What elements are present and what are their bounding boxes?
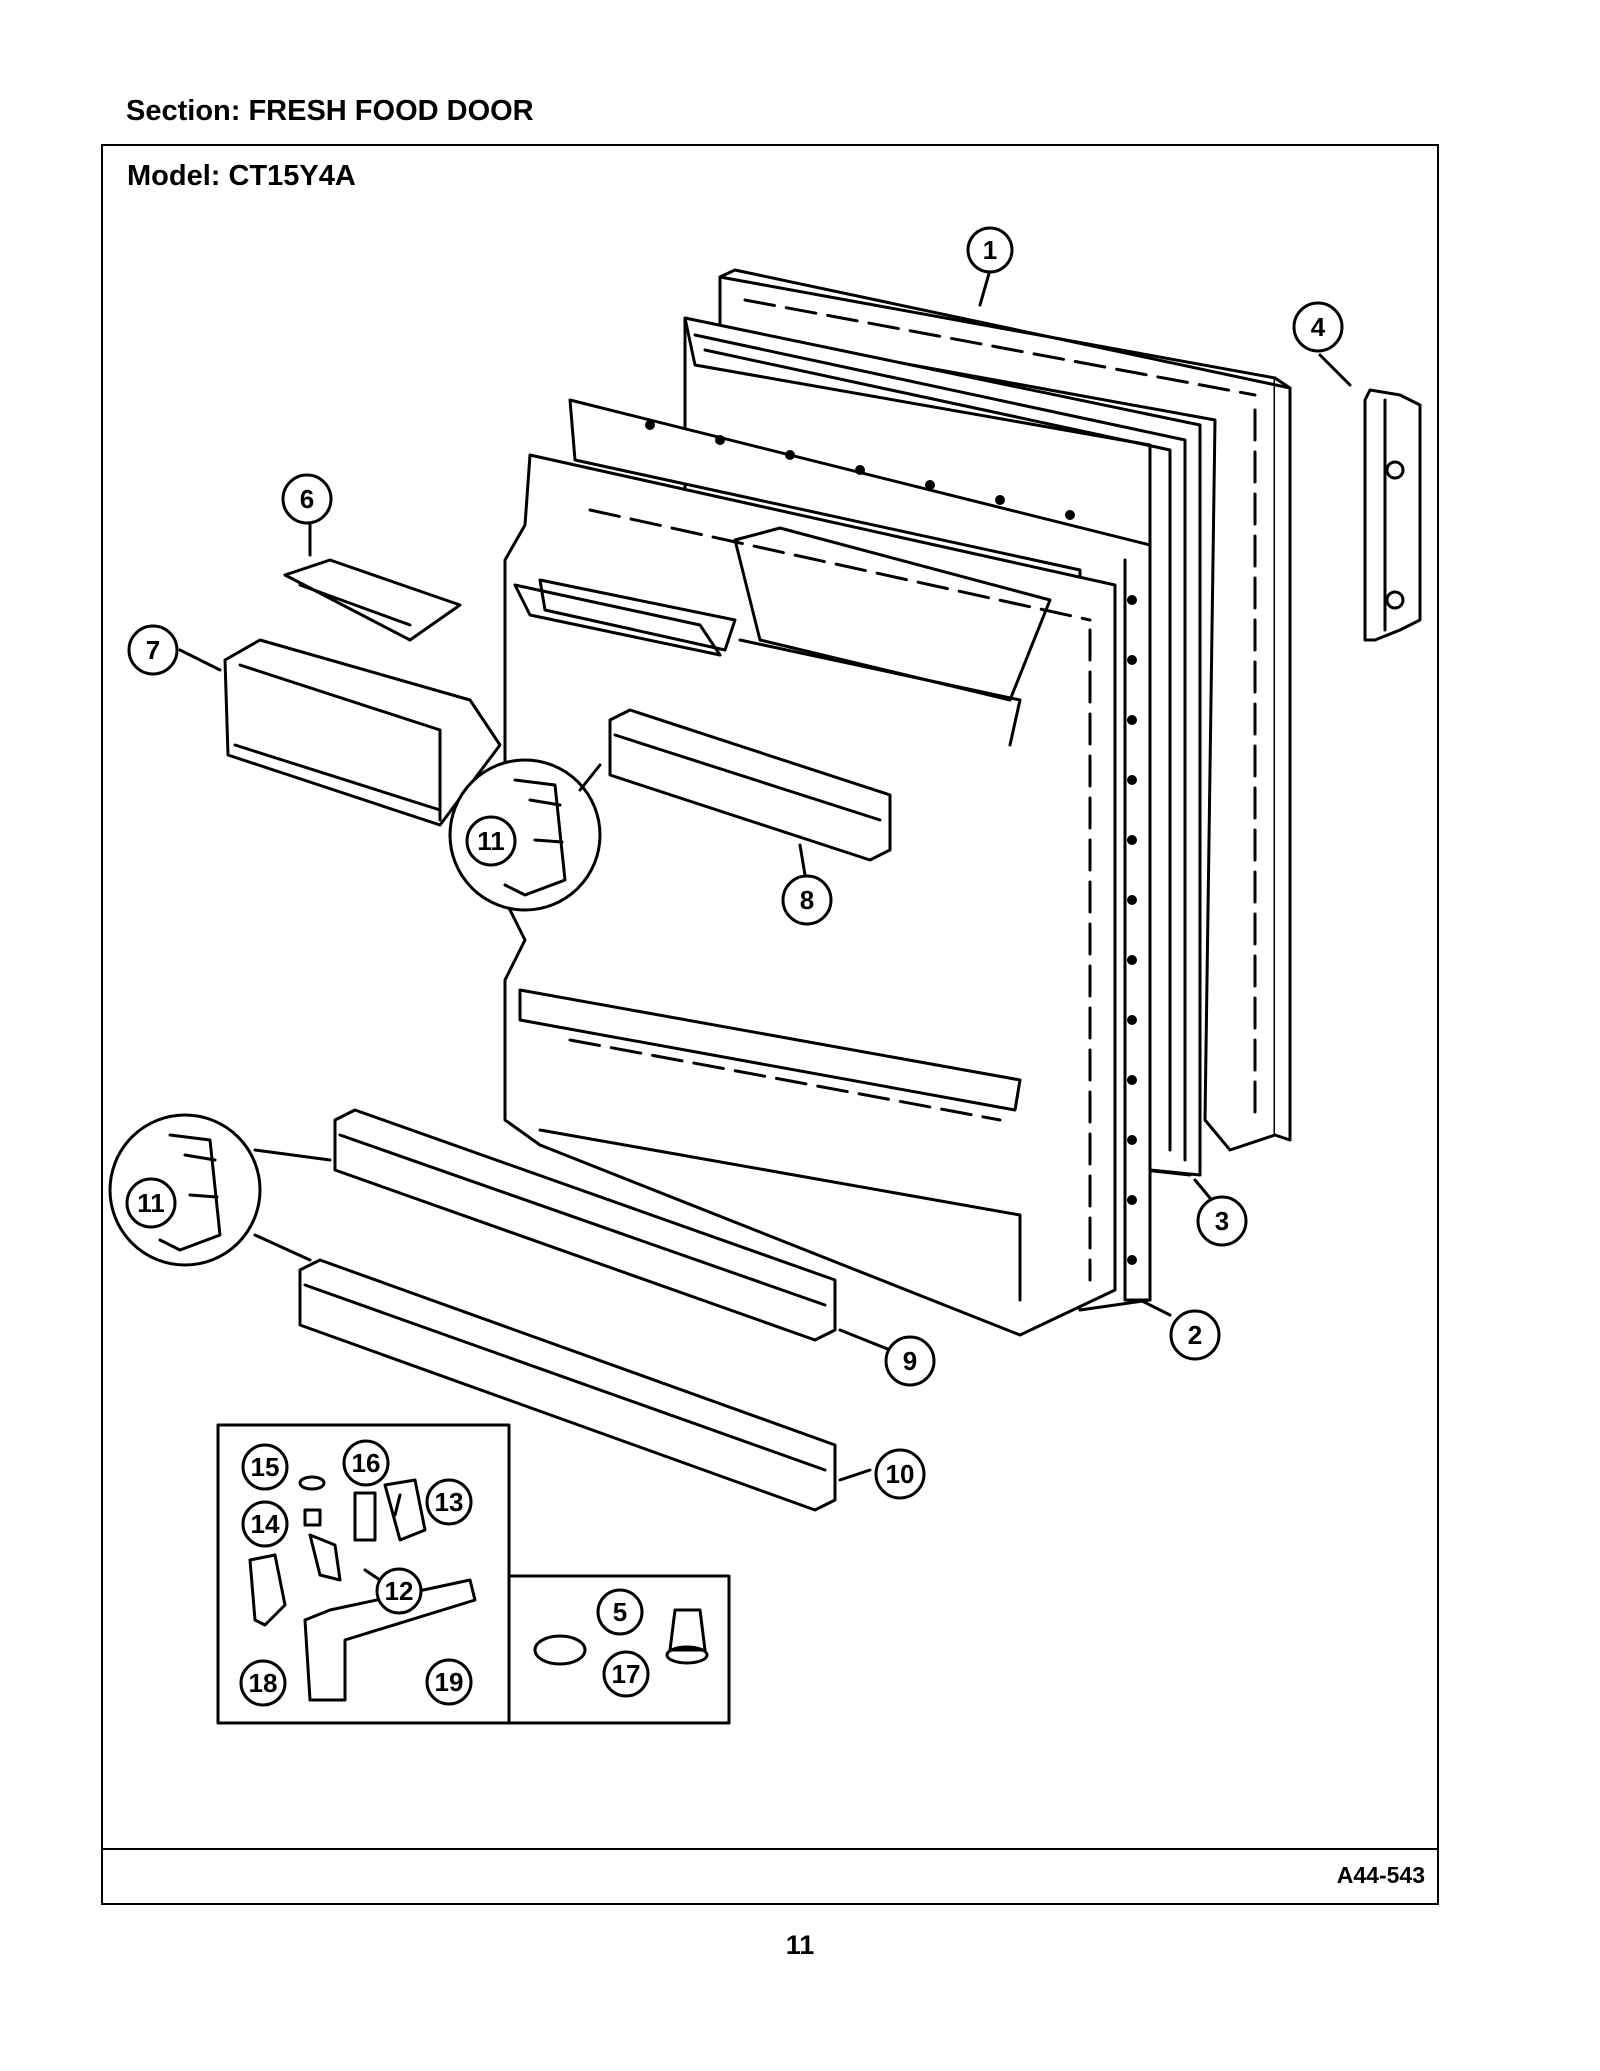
part-clip-inset-upper (448, 758, 602, 912)
callout-1 (966, 226, 1014, 274)
callout-11-lower (125, 1177, 177, 1229)
callout-15-text: 15 (251, 1452, 280, 1482)
model-title: Model: CT15Y4A (127, 160, 356, 192)
callout-3 (1196, 1195, 1248, 1247)
callout-1-text: 1 (983, 235, 997, 265)
callout-7-text: 7 (146, 635, 160, 665)
callout-6-text: 6 (300, 484, 314, 514)
callout-9 (884, 1335, 936, 1387)
callout-11-upper (465, 815, 517, 867)
callout-16 (342, 1439, 390, 1487)
callout-6 (281, 473, 333, 525)
reference-code: A44-543 (1336, 1862, 1425, 1888)
part-dairy-bin (223, 638, 502, 827)
callout-15 (241, 1443, 289, 1491)
footer-rule (103, 1848, 1437, 1850)
callout-11-upper-text: 11 (477, 826, 505, 856)
callout-13-text: 13 (435, 1487, 464, 1517)
page-number: 11 (785, 1930, 815, 1960)
callout-10-text: 10 (886, 1459, 915, 1489)
callout-18-text: 18 (249, 1668, 278, 1698)
callout-4 (1292, 301, 1344, 353)
callout-16-text: 16 (352, 1448, 381, 1478)
callout-7 (127, 624, 179, 676)
callout-5 (596, 1588, 644, 1636)
callout-19 (425, 1658, 473, 1706)
callout-12-text: 12 (385, 1576, 414, 1606)
callout-4-text: 4 (1311, 312, 1326, 342)
callout-13 (425, 1478, 473, 1526)
callout-12 (375, 1567, 423, 1615)
callout-17 (602, 1650, 650, 1698)
callout-9-text: 9 (903, 1346, 917, 1376)
callout-10 (874, 1448, 926, 1500)
part-handle (1363, 388, 1422, 642)
section-title: Section: FRESH FOOD DOOR (126, 95, 534, 127)
callout-2-text: 2 (1188, 1320, 1202, 1350)
callout-18 (239, 1659, 287, 1707)
callout-8 (781, 874, 833, 926)
callout-8-text: 8 (800, 885, 814, 915)
part-inner-liner (503, 398, 1152, 1337)
callout-2 (1169, 1309, 1221, 1361)
callout-leaders (178, 268, 1352, 1592)
callout-14-text: 14 (251, 1509, 280, 1539)
callout-19-text: 19 (435, 1667, 464, 1697)
callout-11-lower-text: 11 (137, 1188, 165, 1218)
callout-14 (241, 1500, 289, 1548)
diagram-frame: Model: CT15Y4A A44-543 (101, 144, 1439, 1905)
part-upper-rail (608, 708, 892, 862)
callout-17-text: 17 (612, 1659, 641, 1689)
callout-3-text: 3 (1215, 1206, 1229, 1236)
part-middle-rail (333, 1108, 837, 1342)
part-small-shelf (283, 558, 462, 642)
part-lower-rail (298, 1258, 837, 1512)
callout-5-text: 5 (613, 1597, 627, 1627)
